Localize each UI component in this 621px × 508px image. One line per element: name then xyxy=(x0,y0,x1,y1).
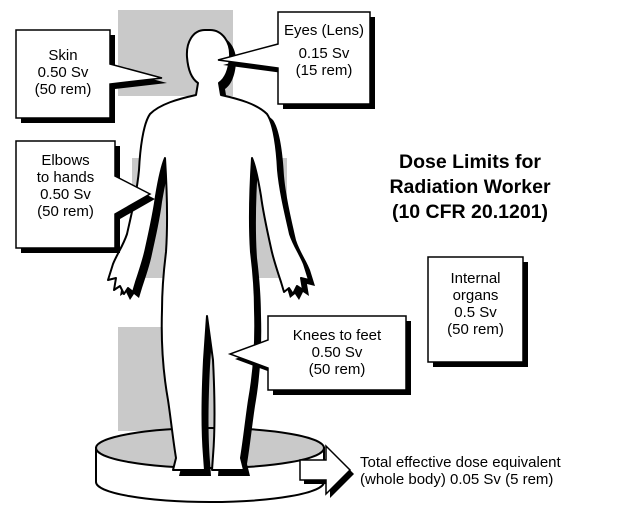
title-line-2: Radiation Worker xyxy=(355,175,585,200)
skin-dose-sv: 0.50 Sv xyxy=(16,64,110,81)
eyes-dose-rem: (15 rem) xyxy=(278,62,370,79)
title-line-1: Dose Limits for xyxy=(355,150,585,175)
eyes-label: Eyes (Lens) xyxy=(278,22,370,39)
total-dose-line-2: (whole body) 0.05 Sv (5 rem) xyxy=(360,471,561,488)
total-dose-text: Total effective dose equivalent (whole b… xyxy=(360,454,561,488)
eyes-callout-text: Eyes (Lens) 0.15 Sv (15 rem) xyxy=(278,22,370,79)
elbows-label: Elbows xyxy=(18,152,113,169)
skin-label: Skin xyxy=(16,47,110,64)
skin-callout-text: Skin 0.50 Sv (50 rem) xyxy=(16,47,110,98)
elbows-dose-sv: 0.50 Sv xyxy=(18,186,113,203)
skin-dose-rem: (50 rem) xyxy=(16,81,110,98)
elbows-callout-text: Elbows to hands 0.50 Sv (50 rem) xyxy=(18,152,113,220)
diagram-title: Dose Limits for Radiation Worker (10 CFR… xyxy=(355,150,585,225)
elbows-label-2: to hands xyxy=(18,169,113,186)
internal-dose-rem: (50 rem) xyxy=(428,321,523,338)
knees-dose-rem: (50 rem) xyxy=(268,361,406,378)
internal-label-2: organs xyxy=(428,287,523,304)
knees-callout-text: Knees to feet 0.50 Sv (50 rem) xyxy=(268,327,406,378)
internal-label: Internal xyxy=(428,270,523,287)
knees-dose-sv: 0.50 Sv xyxy=(268,344,406,361)
eyes-dose-sv: 0.15 Sv xyxy=(278,45,370,62)
total-dose-line-1: Total effective dose equivalent xyxy=(360,454,561,471)
knees-label: Knees to feet xyxy=(268,327,406,344)
title-line-3: (10 CFR 20.1201) xyxy=(355,200,585,225)
internal-organs-text: Internal organs 0.5 Sv (50 rem) xyxy=(428,270,523,338)
internal-dose-sv: 0.5 Sv xyxy=(428,304,523,321)
elbows-dose-rem: (50 rem) xyxy=(18,203,113,220)
